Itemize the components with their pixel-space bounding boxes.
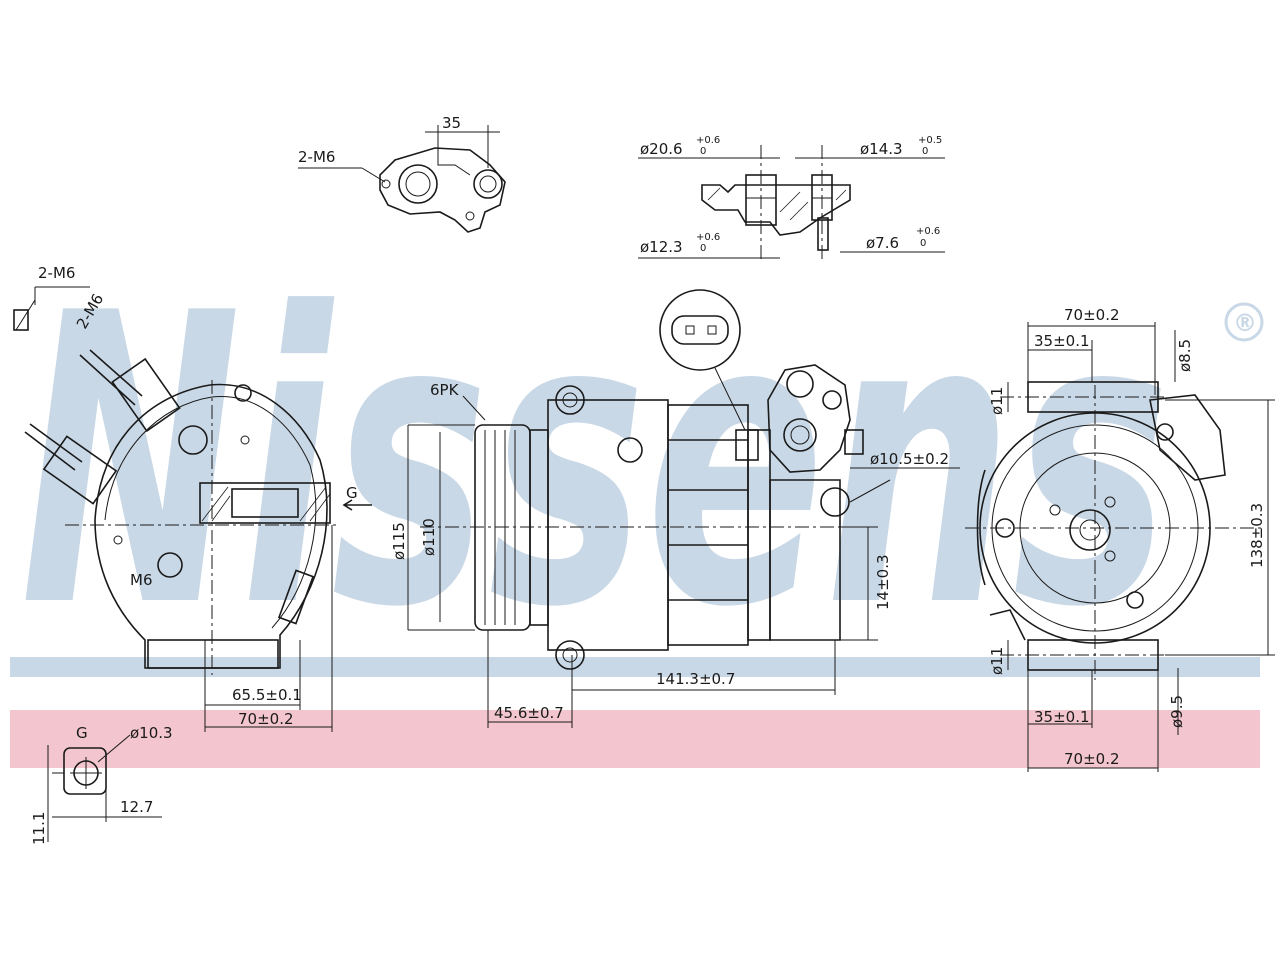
port-small-tol2: 0 (922, 146, 928, 157)
right-d11-bot: ø11 (988, 647, 1006, 675)
port-large-dia: ø20.6 (640, 140, 683, 158)
bore-small-tol: +0.6 (916, 226, 940, 237)
g-mark: G (76, 724, 88, 742)
watermark-band (10, 710, 1260, 768)
port-offset: 14±0.3 (874, 554, 892, 610)
right-bot-70: 70±0.2 (1064, 750, 1120, 768)
watermark-underline (10, 657, 1260, 677)
right-bot-35: 35±0.1 (1034, 708, 1090, 726)
bore-small-dia: ø7.6 (866, 234, 899, 252)
port-large-tol: +0.6 (696, 135, 720, 146)
right-d95: ø9.5 (1168, 695, 1186, 728)
left-view (13, 286, 372, 732)
left-port-mark: G (346, 484, 358, 502)
registered-mark-ring (1224, 302, 1264, 342)
left-thread-c: M6 (130, 571, 153, 589)
right-top-70: 70±0.2 (1064, 306, 1120, 324)
right-d85: ø8.5 (1176, 339, 1194, 372)
right-d11-top: ø11 (988, 387, 1006, 415)
belt-type: 6PK (430, 381, 460, 399)
flange-detail (298, 125, 506, 233)
body-length: 141.3±0.7 (656, 670, 735, 688)
g-width: 12.7 (120, 798, 153, 816)
left-thread-a: 2-M6 (38, 264, 75, 282)
right-height: 138±0.3 (1248, 503, 1266, 568)
left-dim-65: 65.5±0.1 (232, 686, 302, 704)
left-dim-70: 70±0.2 (238, 710, 294, 728)
side-view (407, 289, 960, 728)
front-view (965, 322, 1275, 772)
registered-mark: ® (1233, 309, 1257, 337)
flange-spacing: 35 (442, 114, 461, 132)
bore-large-dia: ø12.3 (640, 238, 683, 256)
bore-large-tol: +0.6 (696, 232, 720, 243)
port-small-dia: ø14.3 (860, 140, 903, 158)
port-large-tol2: 0 (700, 146, 706, 157)
bore-large-tol2: 0 (700, 243, 706, 254)
port-section-detail (638, 145, 945, 262)
pulley-offset: 45.6±0.7 (494, 704, 564, 722)
pulley-outer-dia: ø115 (390, 522, 408, 560)
g-diameter: ø10.3 (130, 724, 173, 742)
pulley-inner-dia: ø110 (420, 518, 438, 556)
bore-small-tol2: 0 (920, 238, 926, 249)
port-small-tol: +0.5 (918, 135, 942, 146)
mount-hole-dia: ø10.5±0.2 (870, 450, 949, 468)
g-port-detail (47, 734, 162, 842)
brand-watermark: Nissens (20, 230, 1170, 695)
right-top-35: 35±0.1 (1034, 332, 1090, 350)
flange-thread: 2-M6 (298, 148, 335, 166)
g-height: 11.1 (30, 812, 48, 845)
